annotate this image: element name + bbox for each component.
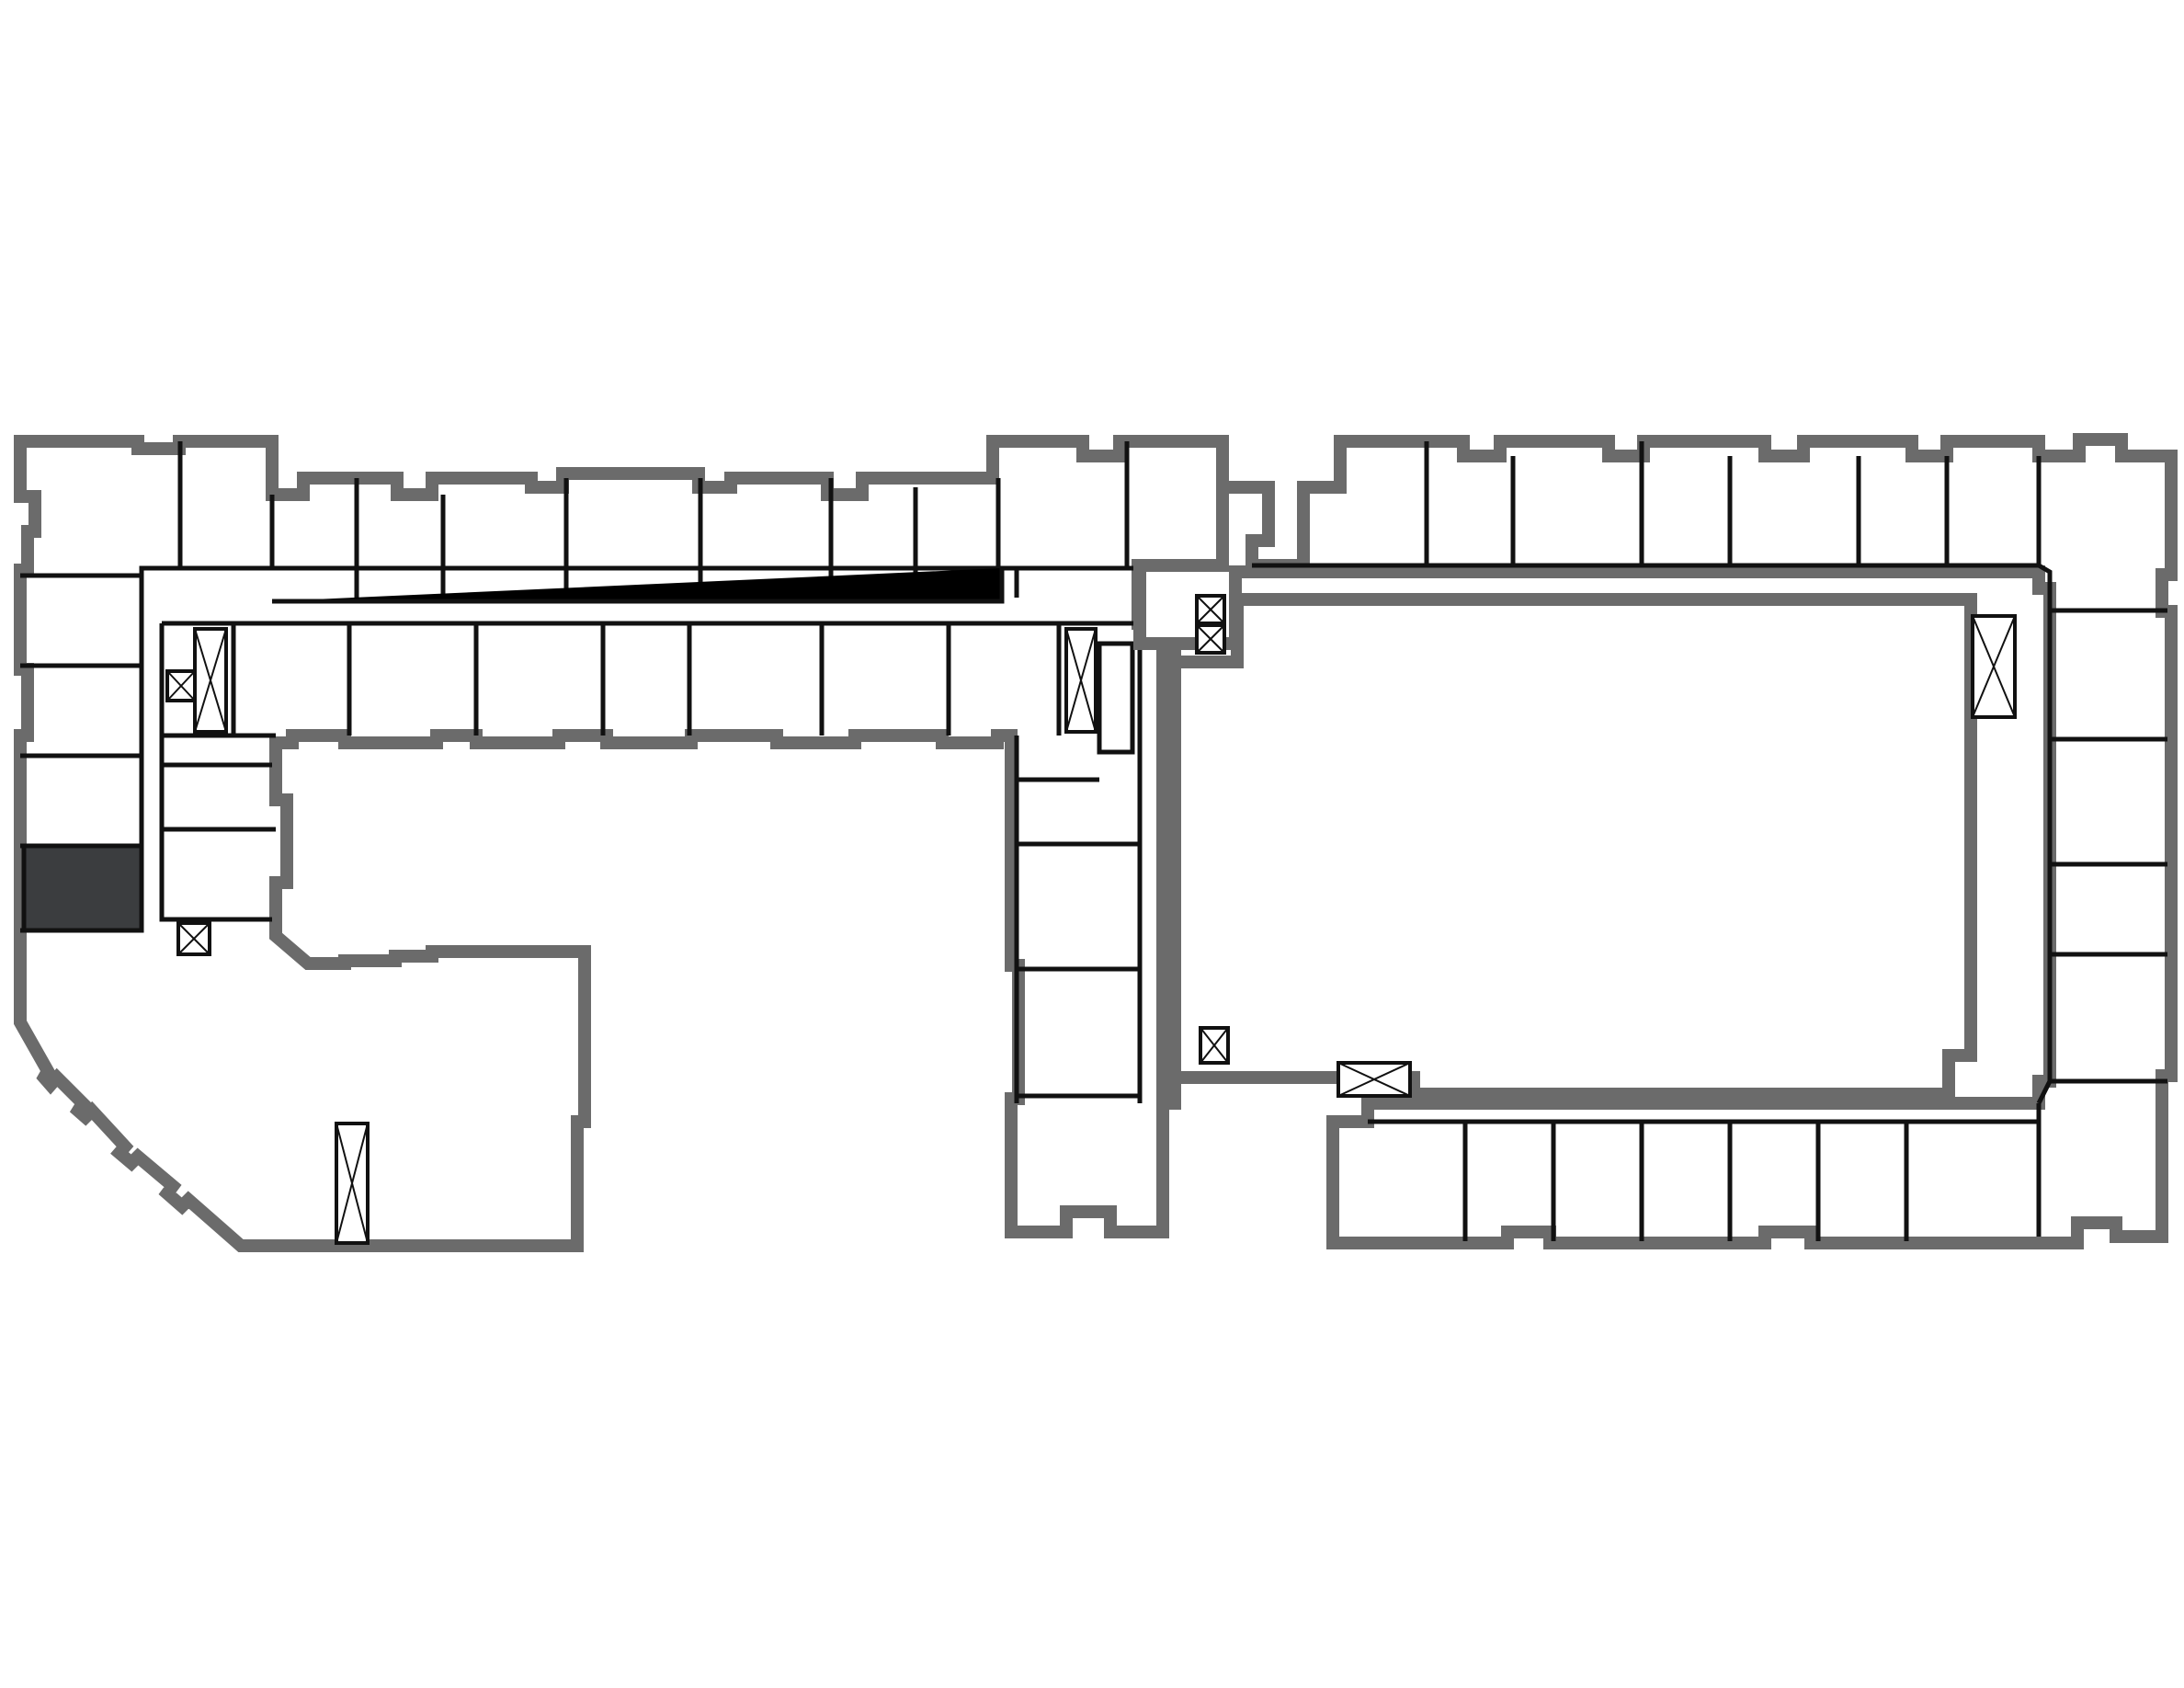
stair-east-sw-icon: [1337, 1061, 1412, 1098]
elevator-east-2-icon: [1195, 623, 1226, 655]
east-building: [1133, 433, 2178, 1249]
west-building-walls: [20, 441, 1223, 1103]
unit-east-south-2[interactable]: [1818, 1127, 1906, 1237]
unit-corridor-5[interactable]: [689, 627, 822, 737]
unit-east-north-3[interactable]: [1513, 447, 1642, 565]
west-building: [14, 435, 1258, 1252]
unit-east-side-2[interactable]: [2050, 739, 2164, 864]
unit-east-side-3[interactable]: [2050, 864, 2164, 954]
elevator-east-3-icon: [1199, 1026, 1230, 1065]
elevator-east-1-icon: [1195, 594, 1226, 625]
unit-north-5[interactable]: [566, 474, 700, 594]
unit-east-south-4[interactable]: [1642, 1127, 1730, 1237]
unit-north-10[interactable]: [1127, 447, 1223, 565]
unit-east-south-5[interactable]: [1553, 1127, 1642, 1237]
unit-east-side-4[interactable]: [2050, 954, 2164, 1081]
unit-amenity[interactable]: [28, 938, 577, 1243]
unit-corridor-3[interactable]: [476, 627, 603, 737]
elevator-inner-icon: [176, 921, 211, 956]
unit-north-1[interactable]: [180, 447, 272, 566]
unit-east-side-1[interactable]: [2050, 610, 2164, 739]
unit-east-corner-se[interactable]: [2039, 1081, 2164, 1236]
unit-inner-2[interactable]: [165, 829, 272, 916]
unit-east-north-6[interactable]: [1859, 447, 1947, 565]
unit-east-wing-3[interactable]: [1017, 969, 1132, 1096]
east-cores: [1195, 594, 2017, 1098]
unit-corridor-2[interactable]: [349, 627, 476, 737]
unit-east-wing-4[interactable]: [1017, 1096, 1151, 1228]
unit-east-south-6[interactable]: [1465, 1127, 1553, 1237]
unit-east-north-4[interactable]: [1642, 447, 1730, 565]
east-building-walls: [1252, 441, 2167, 1241]
unit-corridor-1[interactable]: [233, 627, 349, 737]
unit-inner-1[interactable]: [165, 765, 272, 829]
unit-north-3[interactable]: [357, 484, 443, 601]
stair-east-wing-icon: [1064, 627, 1098, 734]
stair-west-icon: [193, 627, 228, 734]
unit-west-4[interactable]: [24, 756, 142, 846]
unit-east-wing-1[interactable]: [1017, 781, 1132, 844]
unit-east-north-1[interactable]: [1340, 447, 1427, 565]
unit-west-5[interactable]: [21, 843, 144, 933]
stair-east-ne-icon: [1971, 614, 2017, 719]
unit-west-1[interactable]: [24, 447, 178, 576]
west-cores: [165, 627, 1098, 1245]
unit-east-south-1[interactable]: [1906, 1127, 2039, 1237]
unit-east-south-3[interactable]: [1730, 1127, 1818, 1237]
elevator-west-icon: [165, 669, 197, 702]
unit-corridor-4[interactable]: [603, 627, 689, 737]
west-building-outline: [14, 435, 1258, 1252]
unit-east-wing-2[interactable]: [1017, 844, 1132, 969]
unit-north-9[interactable]: [998, 447, 1127, 565]
unit-east-south-7[interactable]: [1338, 1127, 1465, 1237]
unit-east-corner-ne[interactable]: [2039, 447, 2167, 610]
unit-north-2[interactable]: [272, 484, 357, 601]
unit-east-north-5[interactable]: [1730, 447, 1859, 565]
unit-west-3[interactable]: [24, 666, 142, 756]
east-courtyard: [1168, 593, 1977, 1101]
unit-east-north-7[interactable]: [1947, 447, 2039, 565]
unit-north-4[interactable]: [443, 484, 566, 601]
unit-corridor-7[interactable]: [949, 627, 1059, 737]
unit-east-north-2[interactable]: [1427, 447, 1513, 565]
stair-amenity-icon: [335, 1122, 370, 1245]
unit-corridor-6[interactable]: [822, 627, 949, 737]
unit-west-2[interactable]: [24, 576, 142, 666]
